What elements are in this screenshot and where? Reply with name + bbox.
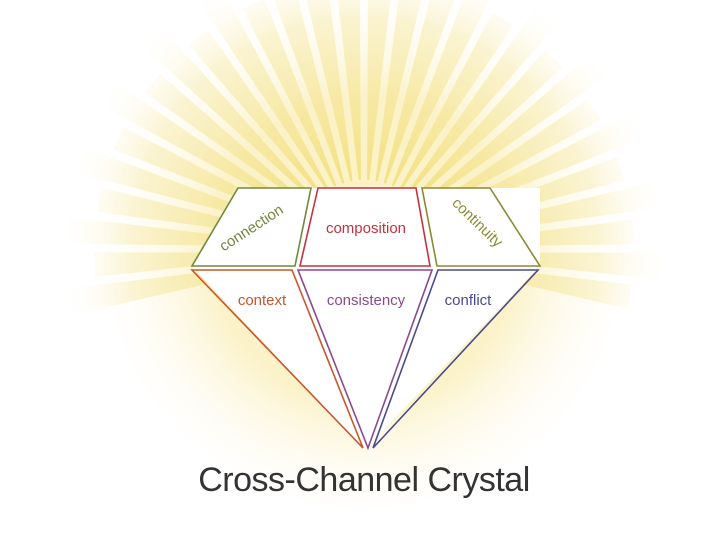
sun-ray bbox=[418, 53, 608, 208]
facet-connection bbox=[190, 187, 312, 267]
sun-ray bbox=[383, 0, 455, 184]
label-consistency: consistency bbox=[327, 292, 406, 309]
sun-ray bbox=[412, 50, 563, 202]
sun-ray bbox=[406, 5, 559, 196]
facet-composition bbox=[298, 187, 431, 267]
facet-conflict bbox=[372, 269, 540, 449]
sun-ray bbox=[101, 82, 305, 215]
sun-ray bbox=[375, 0, 422, 182]
sun-ray bbox=[423, 99, 601, 215]
facet-consistency bbox=[296, 269, 434, 451]
gem-backing bbox=[192, 188, 540, 450]
facet-continuity bbox=[421, 187, 542, 267]
sun-ray bbox=[306, 0, 353, 182]
facet-context bbox=[190, 269, 364, 449]
sun-ray bbox=[391, 0, 490, 187]
sun-ray bbox=[188, 29, 322, 196]
label-conflict: conflict bbox=[445, 292, 493, 309]
sun-ray bbox=[242, 0, 337, 187]
sun-ray bbox=[144, 73, 310, 208]
label-context: context bbox=[238, 292, 287, 309]
label-composition: composition bbox=[326, 220, 406, 237]
diagram-title: Cross-Channel Crystal bbox=[198, 461, 530, 499]
sun-ray bbox=[197, 0, 329, 191]
sun-ray bbox=[143, 27, 316, 202]
sun-ray bbox=[367, 0, 391, 181]
sun-ray bbox=[274, 0, 345, 184]
sun-ray bbox=[399, 12, 514, 191]
sun-ray bbox=[337, 0, 361, 181]
